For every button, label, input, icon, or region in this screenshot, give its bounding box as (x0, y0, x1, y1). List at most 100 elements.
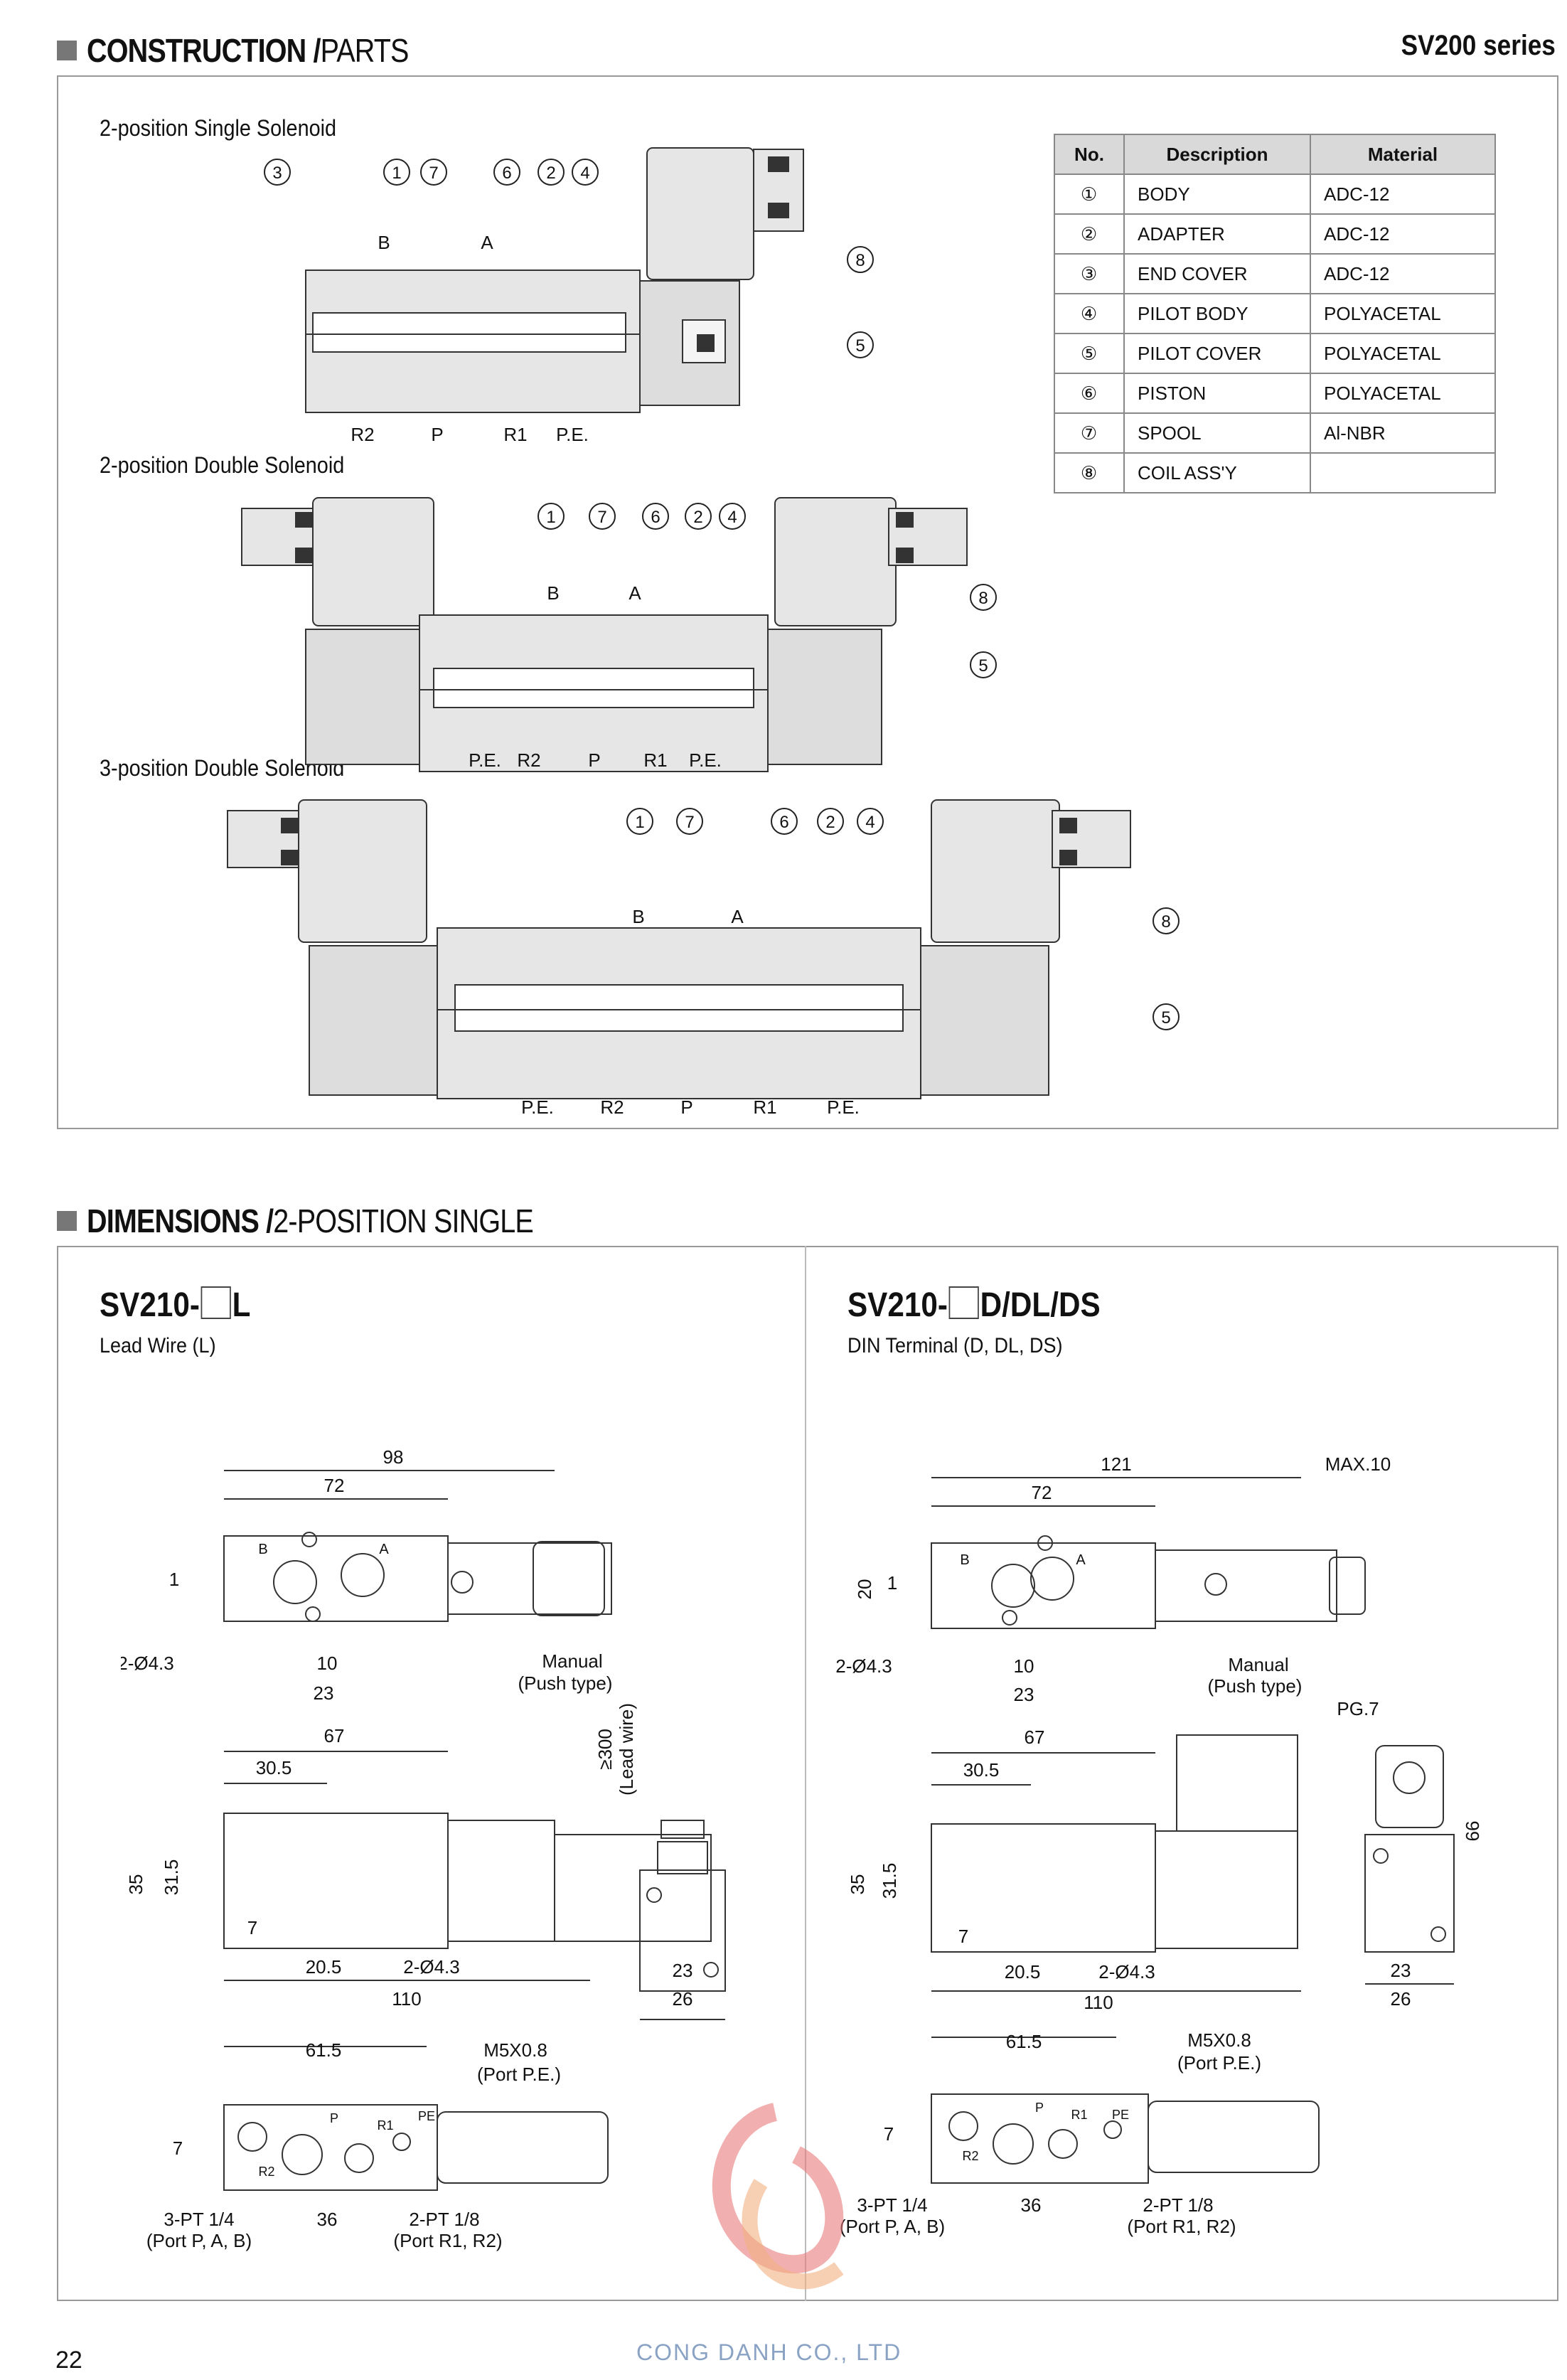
dim-label: 72 (324, 1475, 345, 1496)
callout-text: 5 (978, 656, 988, 676)
callout-text: 5 (855, 336, 865, 356)
part-desc: PILOT COVER (1123, 333, 1311, 374)
dim-label: 66 (1462, 1821, 1483, 1842)
part-mat: POLYACETAL (1310, 333, 1496, 374)
callout-text: 2 (693, 508, 702, 527)
part-no: ⑤ (1054, 333, 1125, 374)
dim-label: 7 (958, 1926, 968, 1947)
port-label: P.E. (556, 424, 589, 445)
dim-label: 1 (169, 1569, 179, 1590)
part-no: ④ (1054, 293, 1125, 334)
construction-heading: CONSTRUCTION /PARTS (57, 31, 461, 70)
single-solenoid-drawing: 3 1 7 6 2 4 8 5 B A R2 P R1 P.E. (264, 147, 874, 445)
callout-text: 8 (855, 251, 865, 270)
port-label: R2 (600, 1096, 624, 1118)
port-letter: A (1076, 1552, 1086, 1568)
callout-text: 7 (597, 508, 606, 527)
panel-divider (805, 1246, 806, 2301)
dim-label: 7 (173, 2138, 183, 2159)
port-label: B (378, 232, 390, 253)
dim-label: 2-Ø4.3 (403, 1956, 460, 1978)
port-label: P (680, 1096, 692, 1118)
dimensions-heading-bold: DIMENSIONS / (87, 1202, 274, 1239)
dim-label: 26 (1391, 1988, 1411, 2010)
part-mat: POLYACETAL (1310, 373, 1496, 414)
dim-label: 23 (1014, 1684, 1034, 1705)
callout-text: 1 (546, 508, 555, 527)
model-prefix: SV210- (100, 1286, 200, 1324)
callout-4 (572, 159, 599, 186)
dim-label: MAX.10 (1325, 1453, 1391, 1475)
port-label: R2 (517, 749, 540, 771)
model-suffix: D/DL/DS (980, 1286, 1101, 1324)
dim-label: 67 (324, 1725, 345, 1746)
dim-label: 110 (1084, 1992, 1113, 2013)
port-letter: R2 (258, 2165, 274, 2179)
dim-label: 10 (317, 1653, 338, 1674)
three-position-title: 3-position Double Solenoid (100, 755, 345, 781)
callout-text: 4 (865, 813, 875, 832)
callout-7 (420, 159, 447, 186)
double-solenoid-drawing: 1 7 6 2 4 8 5 B A P.E. R2 P R1 P.E. (241, 497, 997, 772)
dim-label: (Port R1, R2) (393, 2230, 502, 2251)
callout-text: 3 (272, 164, 282, 183)
port-label: P (588, 749, 600, 771)
dimensions-heading: DIMENSIONS /2-POSITION SINGLE (57, 1202, 606, 1240)
double-solenoid-title: 2-position Double Solenoid (100, 452, 345, 478)
dim-label: 3-PT 1/4 (164, 2209, 234, 2230)
part-desc: END COVER (1123, 253, 1311, 294)
model-title-left: SV210-L (100, 1286, 250, 1325)
construction-panel (57, 75, 1558, 1129)
dim-label: 26 (673, 1988, 693, 2010)
callout-6 (493, 159, 520, 186)
part-no: ① (1054, 174, 1125, 215)
port-letter: R1 (377, 2118, 393, 2133)
dim-label: 7 (884, 2123, 894, 2145)
dim-label: 36 (1021, 2194, 1042, 2216)
port-label: A (731, 906, 744, 927)
dim-label: 20.5 (1005, 1961, 1041, 1983)
callout-text: 6 (779, 813, 788, 832)
dim-label: PG.7 (1337, 1698, 1379, 1719)
dimensions-panel (57, 1246, 1558, 2301)
callout-text: 8 (978, 589, 988, 608)
dim-label: 2-PT 1/8 (1143, 2194, 1213, 2216)
part-mat: POLYACETAL (1310, 293, 1496, 334)
dim-label: 1 (887, 1572, 897, 1594)
heading-square-icon (57, 1211, 77, 1231)
dim-label: 20 (854, 1579, 875, 1600)
parts-header-description: Description (1123, 134, 1311, 175)
dim-label: Manual (542, 1650, 602, 1672)
part-mat: Al-NBR (1310, 412, 1496, 454)
dim-label: 61.5 (1006, 2031, 1042, 2052)
port-letter: B (258, 1542, 267, 1557)
port-letter: A (379, 1542, 389, 1557)
single-solenoid-title: 2-position Single Solenoid (100, 115, 337, 141)
company-logo (712, 2103, 844, 2290)
port-label: P.E. (827, 1096, 860, 1118)
callout-text: 7 (685, 813, 694, 832)
three-position-drawing: 1 7 6 2 4 8 5 B A P.E. R2 P R1 P.E. (227, 799, 1180, 1118)
part-desc: COIL ASS'Y (1123, 452, 1311, 493)
part-mat: ADC-12 (1310, 213, 1496, 255)
dim-label: (Port R1, R2) (1127, 2216, 1236, 2237)
dim-label: (Lead wire) (616, 1703, 637, 1795)
callout-8 (847, 246, 874, 273)
dim-label: 30.5 (963, 1759, 1000, 1781)
dim-label: 35 (847, 1874, 868, 1895)
part-desc: PILOT BODY (1123, 293, 1311, 334)
dim-label: (Port P, A, B) (146, 2230, 252, 2251)
model-title-right: SV210-D/DL/DS (847, 1286, 1101, 1325)
dim-label: ≥300 (594, 1729, 616, 1770)
dim-label: 31.5 (161, 1859, 182, 1896)
parts-header-material: Material (1310, 134, 1496, 175)
port-letter: P (1035, 2101, 1044, 2115)
dim-label: 7 (247, 1917, 257, 1938)
part-desc: SPOOL (1123, 412, 1311, 454)
